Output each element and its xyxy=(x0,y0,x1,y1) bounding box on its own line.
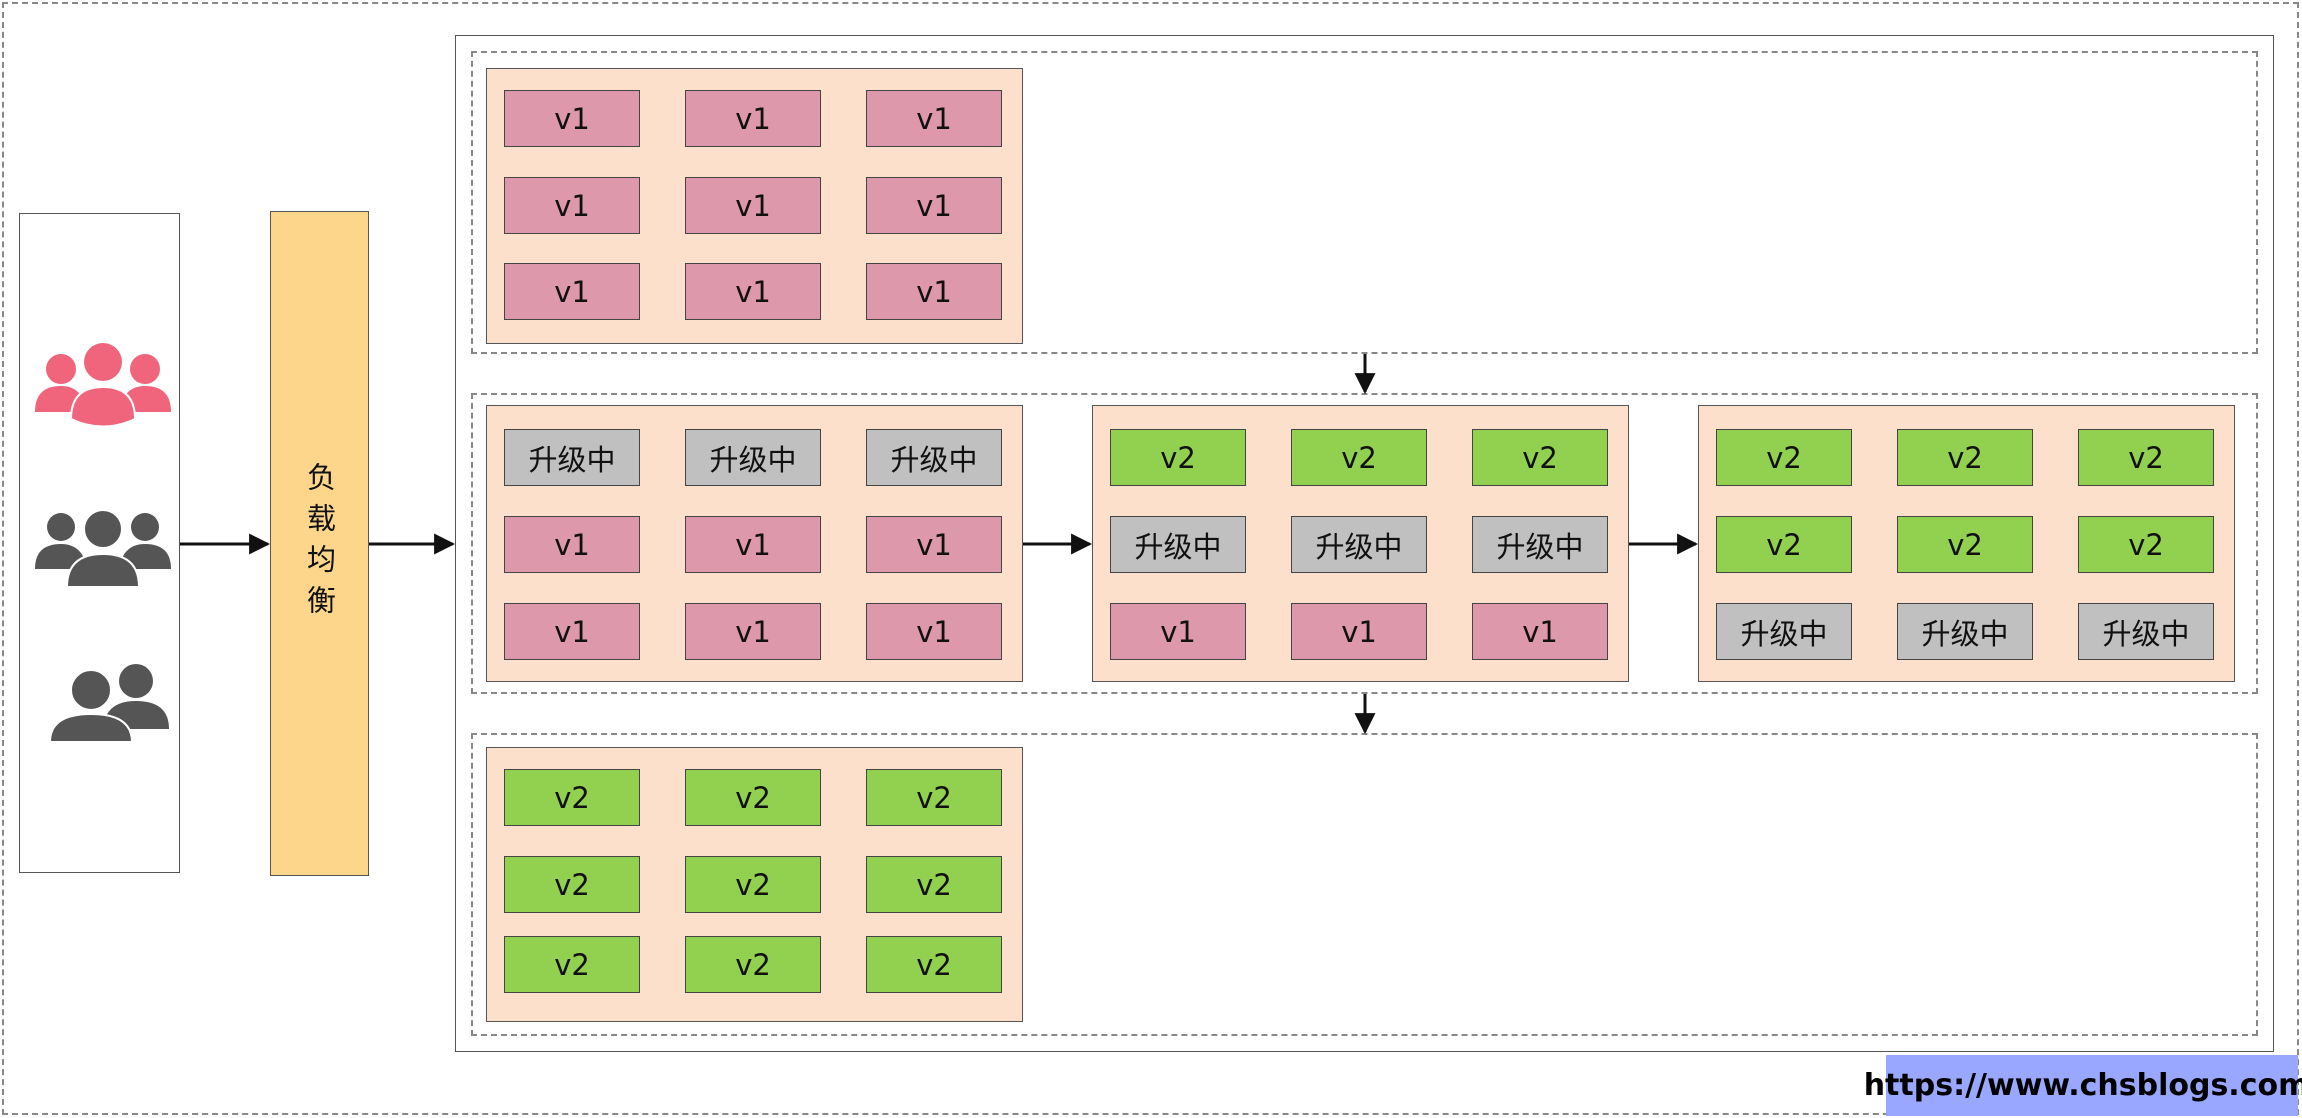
users-group-pink-icon xyxy=(35,343,171,428)
instance-v2: v2 xyxy=(504,856,640,913)
users-group-dark-icon xyxy=(35,509,171,588)
instance-upgrading: 升级中 xyxy=(2078,603,2214,660)
instance-v1: v1 xyxy=(504,603,640,660)
instance-v2: v2 xyxy=(1716,516,1852,573)
instance-v1: v1 xyxy=(685,516,821,573)
instance-v1: v1 xyxy=(1472,603,1608,660)
instance-v2: v2 xyxy=(685,936,821,993)
instance-upgrading: 升级中 xyxy=(1110,516,1246,573)
instance-v2: v2 xyxy=(1472,429,1608,486)
instance-v1: v1 xyxy=(866,263,1002,320)
instance-v2: v2 xyxy=(1716,429,1852,486)
instance-v1: v1 xyxy=(1291,603,1427,660)
instance-v2: v2 xyxy=(504,936,640,993)
instance-v2: v2 xyxy=(1110,429,1246,486)
instance-v1: v1 xyxy=(685,263,821,320)
instance-upgrading: 升级中 xyxy=(1472,516,1608,573)
instance-v2: v2 xyxy=(866,769,1002,826)
instance-v2: v2 xyxy=(866,936,1002,993)
load-balancer: 负载均衡 xyxy=(270,211,369,876)
instance-v2: v2 xyxy=(1291,429,1427,486)
instance-v2: v2 xyxy=(1897,516,2033,573)
instance-v2: v2 xyxy=(2078,516,2214,573)
cluster-frame xyxy=(455,35,2274,1052)
instance-v2: v2 xyxy=(685,856,821,913)
instance-v1: v1 xyxy=(504,177,640,234)
lane-initial xyxy=(471,51,2258,354)
instance-v1: v1 xyxy=(1110,603,1246,660)
instance-v1: v1 xyxy=(685,603,821,660)
instance-v2: v2 xyxy=(685,769,821,826)
instance-group-final: v2 v2 v2 v2 v2 v2 v2 v2 v2 xyxy=(486,747,1023,1022)
instance-v2: v2 xyxy=(1897,429,2033,486)
instance-v1: v1 xyxy=(504,516,640,573)
load-balancer-label: 负载均衡 xyxy=(302,461,337,626)
footer-url[interactable]: https://www.chsblogs.com/ xyxy=(1864,1055,2302,1116)
instance-v1: v1 xyxy=(504,263,640,320)
instance-v2: v2 xyxy=(866,856,1002,913)
instance-v1: v1 xyxy=(866,177,1002,234)
instance-v1: v1 xyxy=(866,516,1002,573)
instance-v2: v2 xyxy=(2078,429,2214,486)
instance-upgrading: 升级中 xyxy=(1291,516,1427,573)
users-box xyxy=(19,213,180,873)
instance-v1: v1 xyxy=(504,90,640,147)
instance-upgrading: 升级中 xyxy=(504,429,640,486)
instance-v1: v1 xyxy=(685,177,821,234)
instance-upgrading: 升级中 xyxy=(685,429,821,486)
instance-upgrading: 升级中 xyxy=(1716,603,1852,660)
instance-v1: v1 xyxy=(685,90,821,147)
instance-v1: v1 xyxy=(866,90,1002,147)
instance-group-initial: v1 v1 v1 v1 v1 v1 v1 v1 v1 xyxy=(486,68,1023,344)
users-pair-dark-icon xyxy=(48,664,169,743)
instance-v2: v2 xyxy=(504,769,640,826)
instance-v1: v1 xyxy=(866,603,1002,660)
instance-upgrading: 升级中 xyxy=(1897,603,2033,660)
instance-upgrading: 升级中 xyxy=(866,429,1002,486)
